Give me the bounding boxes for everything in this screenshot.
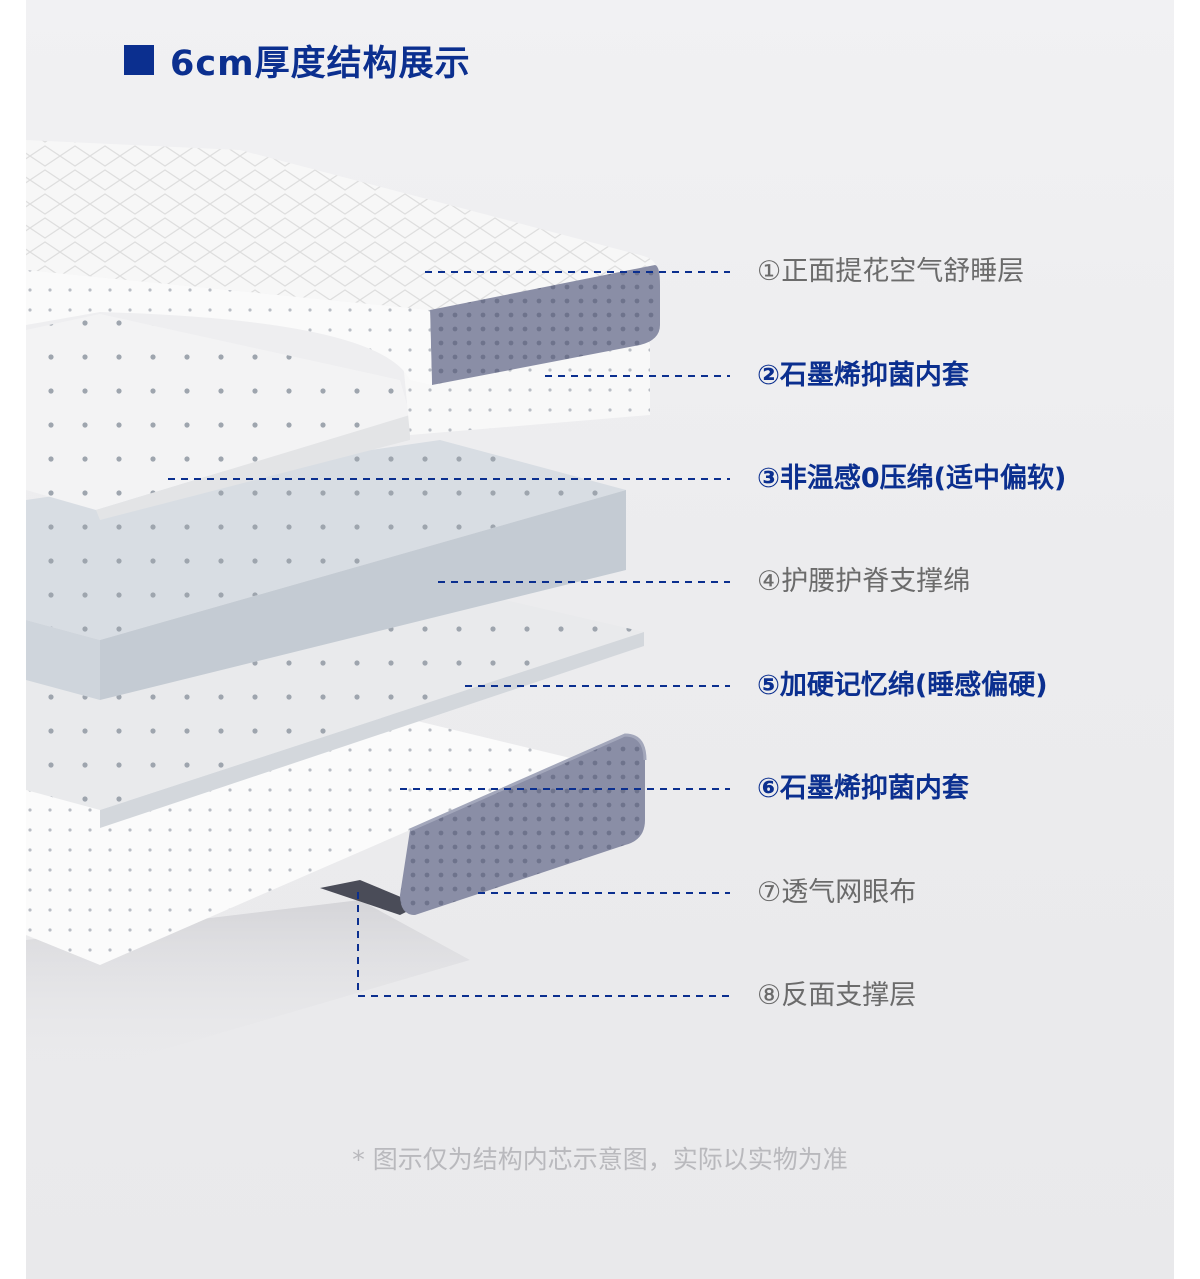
leader-lines: [168, 271, 730, 997]
layer-1-jacquard-top: [26, 140, 660, 385]
layer-label-2: ②石墨烯抑菌内套: [757, 360, 969, 391]
layer-label-8: ⑧反面支撑层: [757, 980, 917, 1011]
section-title: 6cm厚度结构展示: [124, 36, 471, 84]
layer-3-zero-pressure-foam: [26, 314, 410, 520]
layer-label-1: ①正面提花空气舒睡层: [757, 256, 1025, 287]
title-text: 6cm厚度结构展示: [170, 43, 471, 84]
layer-6-graphene-cover: [400, 733, 647, 915]
layer-label-6: ⑥石墨烯抑菌内套: [757, 773, 969, 804]
layer-label-7: ⑦透气网眼布: [757, 877, 917, 908]
footnote: * 图示仅为结构内芯示意图，实际以实物为准: [352, 1145, 848, 1174]
layer-5-hard-memory-foam: [26, 592, 644, 828]
leader-line-8: [357, 892, 730, 997]
layer-label-3: ③非温感0压绵(适中偏软): [757, 463, 1067, 494]
title-square-icon: [124, 45, 154, 75]
layer-label-5: ⑤加硬记忆绵(睡感偏硬): [757, 670, 1048, 701]
layer-7-breathable-mesh: [320, 880, 420, 915]
layer-label-4: ④护腰护脊支撑绵: [757, 566, 971, 597]
